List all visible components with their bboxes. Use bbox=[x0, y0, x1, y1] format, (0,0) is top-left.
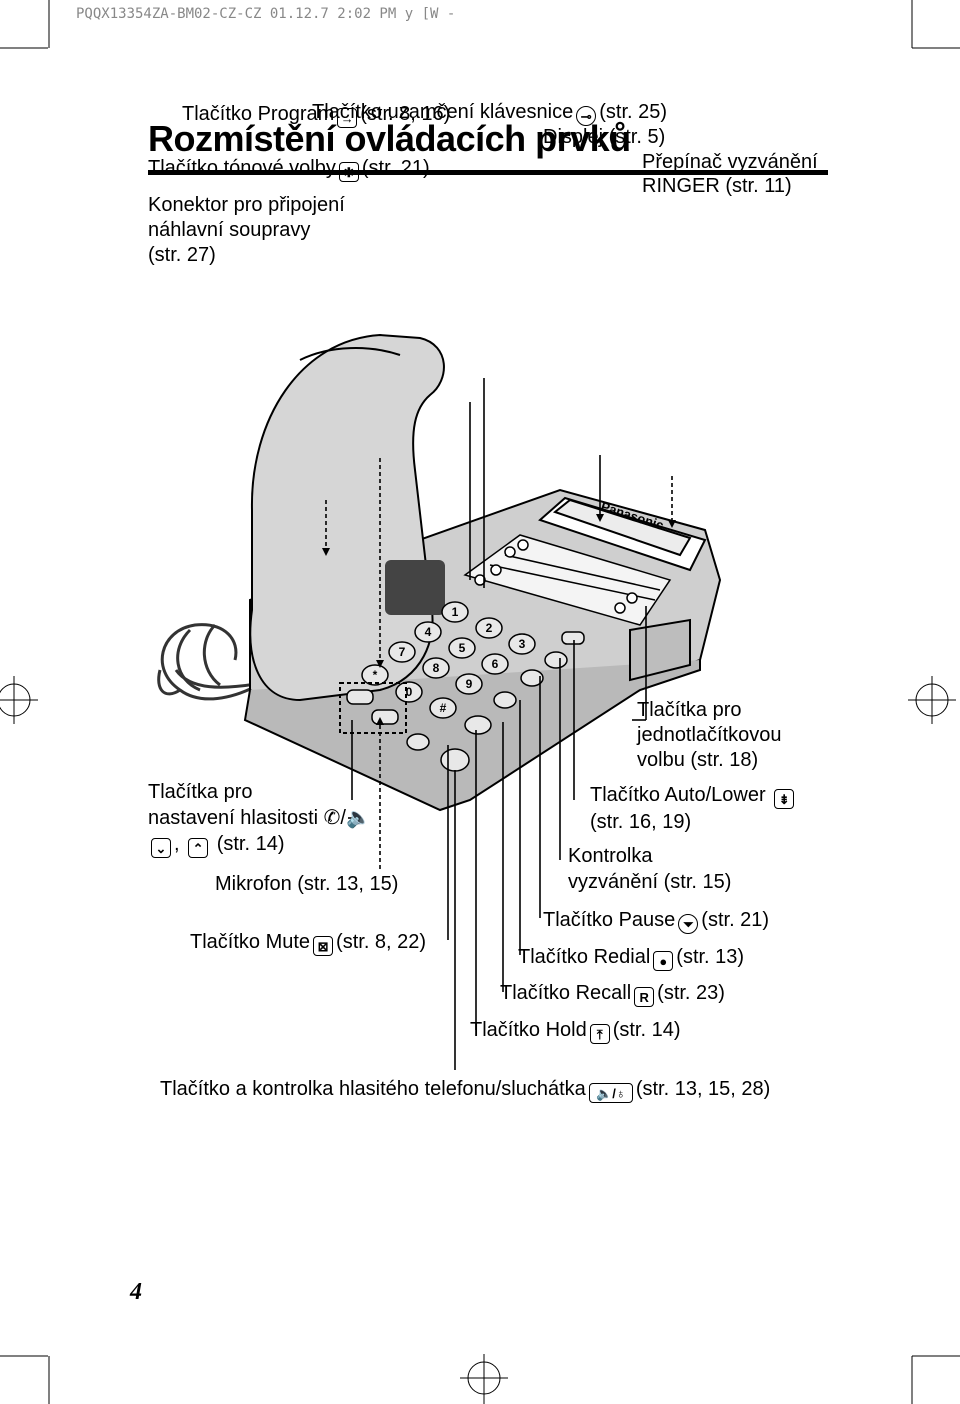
handset bbox=[249, 333, 445, 702]
one-touch-panel bbox=[463, 534, 672, 626]
svg-text:5: 5 bbox=[459, 641, 466, 655]
svg-text:*: * bbox=[373, 668, 378, 682]
chevron-up-icon: ⌃ bbox=[188, 838, 209, 858]
svg-text:9: 9 bbox=[466, 677, 473, 691]
speaker-headset-icon: 🔈/♁ bbox=[588, 1083, 633, 1103]
label-redial: Tlačítko Redial●(str. 13) bbox=[518, 946, 745, 971]
speaker-grille bbox=[385, 560, 445, 615]
redial-icon: ● bbox=[653, 951, 674, 971]
label-pause: Tlačítko Pause⏷(str. 21) bbox=[543, 909, 770, 934]
label-microphone: Mikrofon (str. 13, 15) bbox=[215, 873, 399, 895]
svg-text:0: 0 bbox=[406, 685, 413, 699]
print-header: PQQX13354ZA-BM02-CZ-CZ 01.12.7 2:02 PM y… bbox=[76, 6, 456, 22]
auto-lower-icon: ⇟ bbox=[774, 789, 795, 809]
page-number: 4 bbox=[130, 1279, 142, 1305]
coiled-cord bbox=[157, 623, 263, 701]
label-hold: Tlačítko Hold⤒(str. 14) bbox=[470, 1019, 681, 1044]
mute-icon: ⊠ bbox=[313, 936, 334, 956]
label-keypad-lock: Tlačítko uzamčení klávesnice⊸(str. 25) bbox=[312, 101, 668, 126]
label-auto-lower: Tlačítko Auto/Lower ⇟ (str. 16, 19) bbox=[590, 782, 797, 835]
label-volume: Tlačítka pro nastavení hlasitosti ✆/🔈 ⌄,… bbox=[148, 781, 371, 858]
lock-icon: ⊸ bbox=[576, 106, 597, 126]
chevron-down-icon: ⌄ bbox=[151, 838, 171, 858]
leader-lines bbox=[325, 378, 673, 1070]
keypad-digits: 1 2 3 4 5 6 7 8 9 * 0 # bbox=[373, 605, 526, 715]
handset-speaker-icon: ✆/🔈 bbox=[323, 807, 371, 829]
asterisk-icon: ✱ bbox=[338, 162, 359, 182]
svg-text:8: 8 bbox=[433, 661, 440, 675]
recall-icon: R bbox=[634, 987, 655, 1007]
page-title: Rozmístění ovládacích prvků bbox=[148, 118, 631, 159]
svg-text:#: # bbox=[440, 701, 447, 715]
pause-icon: ⏷ bbox=[678, 914, 699, 934]
program-icon: → bbox=[337, 108, 358, 128]
label-mute: Tlačítko Mute⊠(str. 8, 22) bbox=[190, 931, 427, 956]
svg-text:2: 2 bbox=[486, 621, 493, 635]
svg-text:3: 3 bbox=[519, 637, 526, 651]
label-speakerphone: Tlačítko a kontrolka hlasitého telefonu/… bbox=[160, 1078, 771, 1103]
label-program: Tlačítko Program→(str. 8, 16) bbox=[182, 103, 451, 128]
volume-buttons-outline bbox=[339, 682, 407, 734]
svg-text:6: 6 bbox=[492, 657, 499, 671]
label-display: Displej (str. 5) bbox=[543, 126, 666, 148]
hold-icon: ⤒ bbox=[589, 1024, 610, 1044]
svg-text:1: 1 bbox=[452, 605, 459, 619]
arrow-heads bbox=[322, 514, 676, 725]
svg-text:7: 7 bbox=[399, 645, 406, 659]
label-tone: Tlačítko tónové volby✱(str. 21) bbox=[148, 157, 430, 182]
svg-text:4: 4 bbox=[425, 625, 432, 639]
keypad bbox=[361, 601, 536, 719]
title-rule bbox=[148, 170, 828, 175]
